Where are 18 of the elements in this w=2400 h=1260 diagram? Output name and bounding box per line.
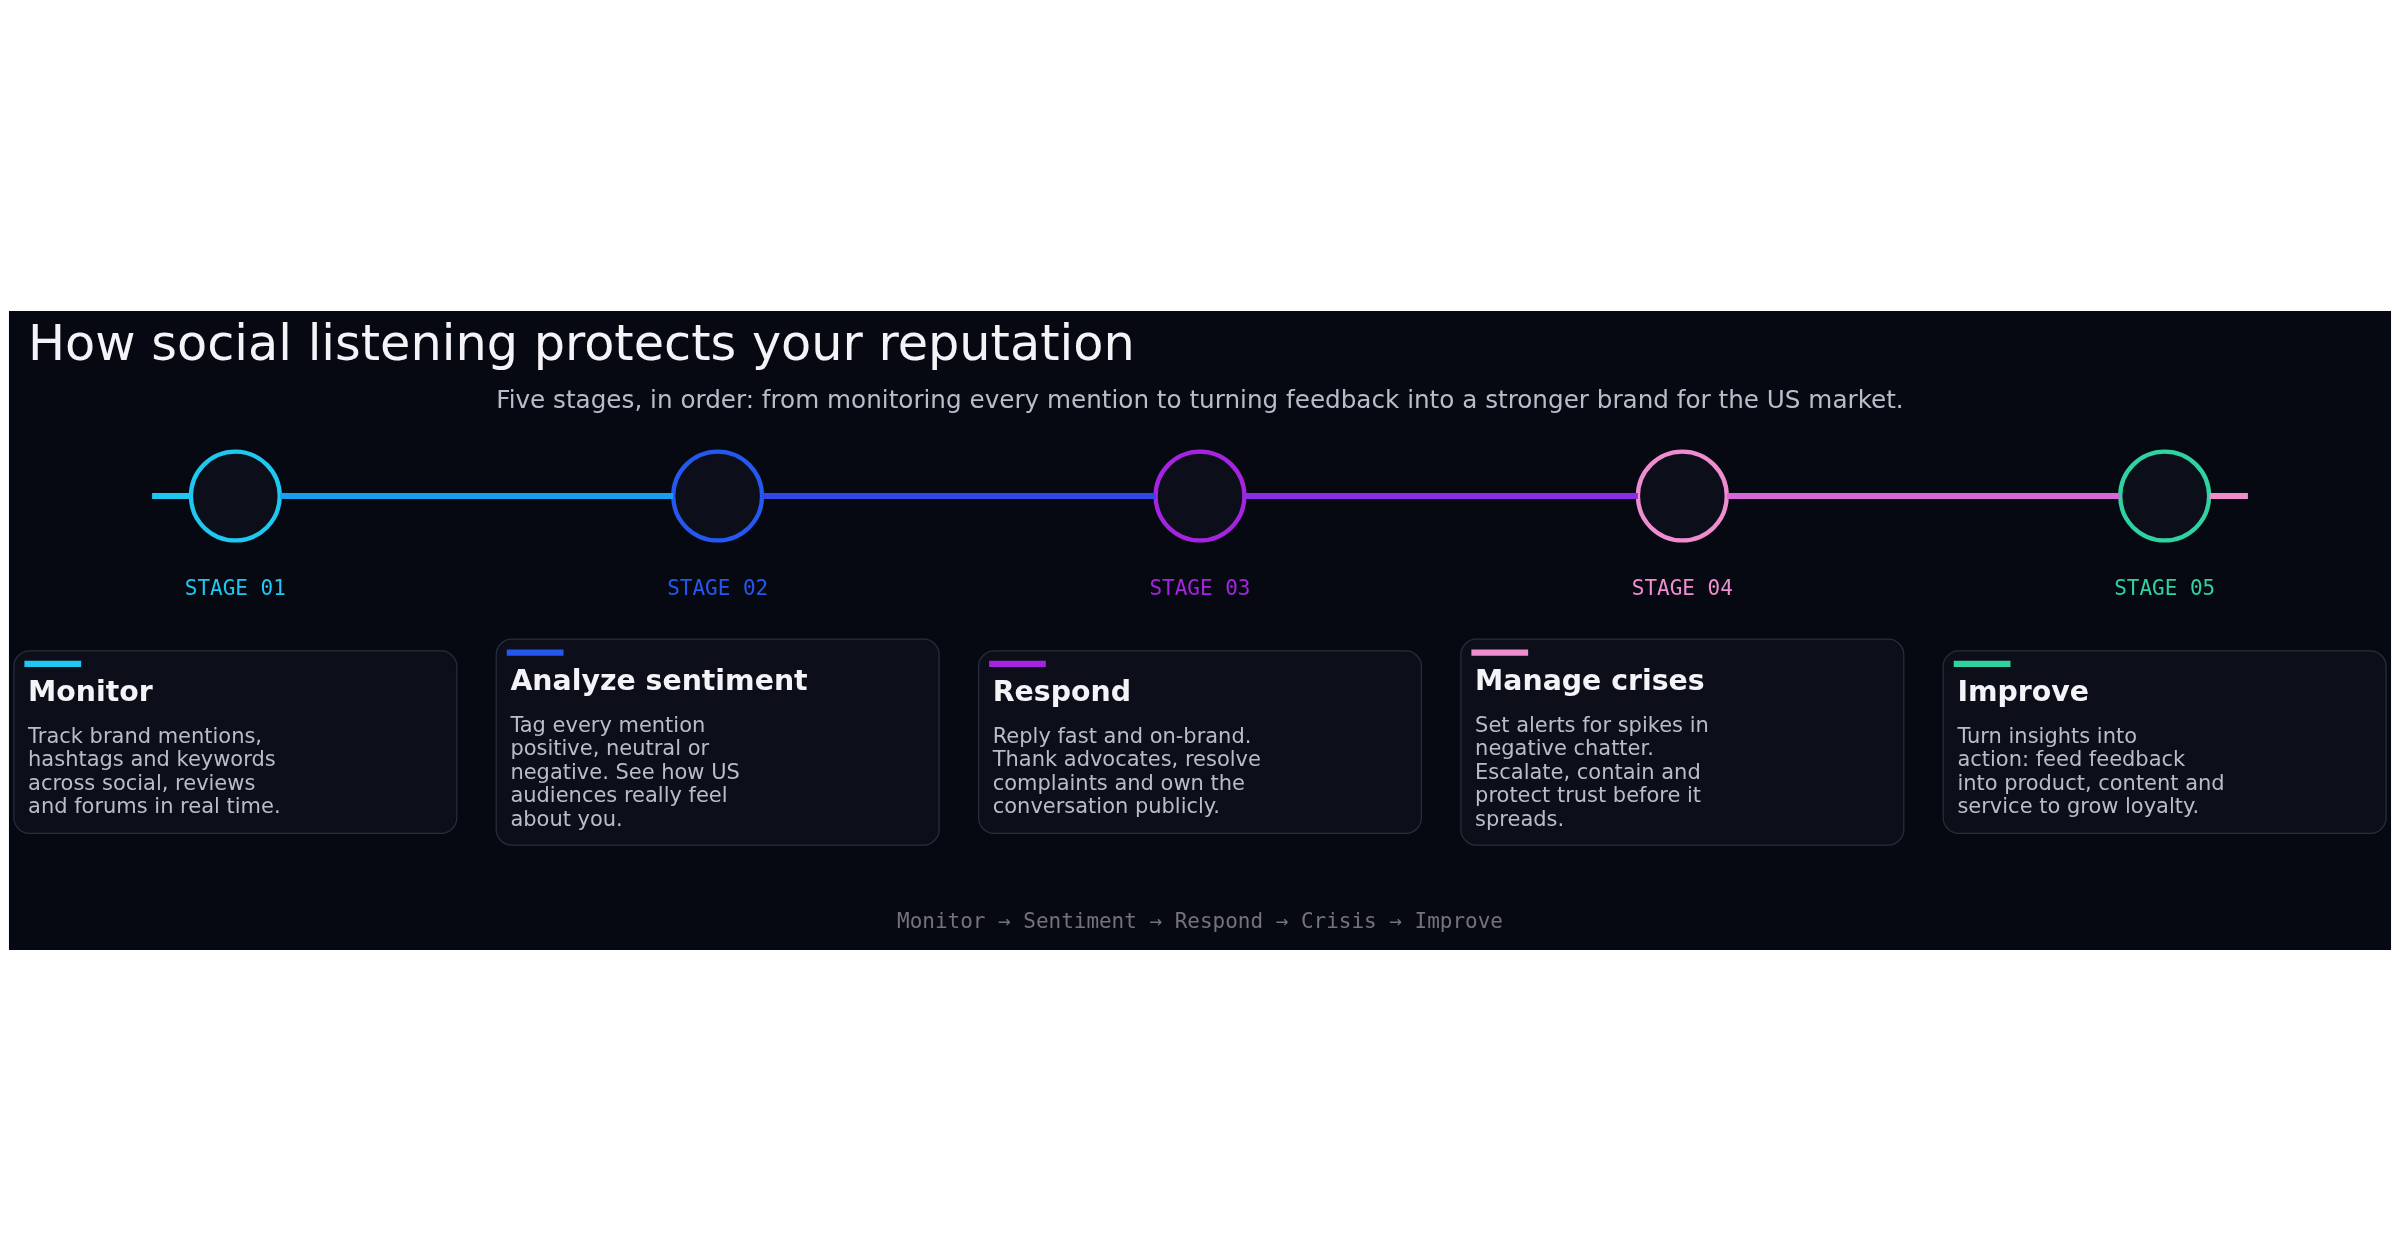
- connector: [152, 492, 191, 499]
- node-label: STAGE 05: [2114, 575, 2216, 600]
- node-label: STAGE 03: [1149, 575, 1251, 600]
- connector: [762, 492, 1156, 499]
- connector: [280, 492, 674, 499]
- connector: [1727, 492, 2121, 499]
- label: Monitor → Sentiment → Respond → Crisis → Improve: [897, 908, 1503, 933]
- node-circle: [1635, 448, 1729, 543]
- label: Five stages, in order: from monitoring every mention to turning feedback into a stronger brand for the US market.: [496, 384, 1904, 414]
- connector: [1244, 492, 1638, 499]
- node-circle: [188, 448, 282, 543]
- node-label: STAGE 01: [184, 575, 286, 600]
- node-label: STAGE 04: [1631, 575, 1733, 600]
- node-circle: [671, 448, 765, 543]
- node-circle: [1153, 448, 1247, 543]
- node-circle: [2118, 448, 2212, 543]
- node-label: STAGE 02: [667, 575, 769, 600]
- diagram-title: How social listening protects your reputation: [28, 313, 1135, 372]
